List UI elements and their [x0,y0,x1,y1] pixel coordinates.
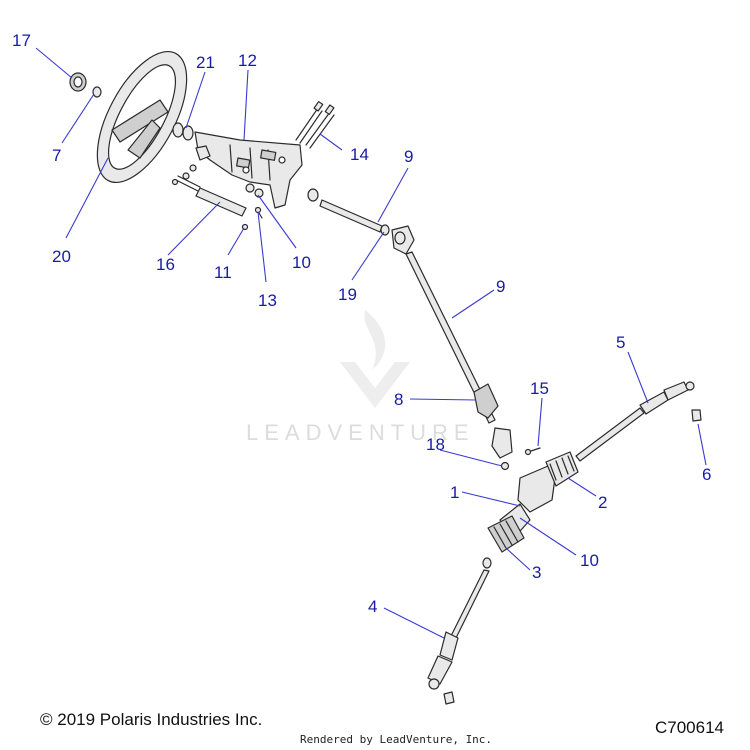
callout-1: 1 [450,483,459,502]
callout-21: 21 [196,53,215,72]
callout-9-lower: 9 [496,277,505,296]
callout-15: 15 [530,379,549,398]
callout-12: 12 [238,51,257,70]
callout-4: 4 [368,597,377,616]
callout-9-upper: 9 [404,147,413,166]
callout-16: 16 [156,255,175,274]
drawing-number: C700614 [655,718,725,737]
right-tie-rod [575,381,702,462]
lower-steering-shaft [405,251,496,424]
callout-11: 11 [214,263,232,282]
callout-labels: 17 7 20 21 12 14 9 16 11 13 10 19 9 5 8 … [12,31,711,616]
steering-column-bracket [194,131,303,209]
callout-2: 2 [598,493,607,512]
copyright-text: © 2019 Polaris Industries Inc. [40,710,263,729]
long-bolts [295,100,335,149]
shaft-boot [473,383,499,419]
upper-u-joint [391,225,415,255]
callout-10-upper: 10 [292,253,311,272]
callout-19: 19 [338,285,357,304]
wheel-cap [69,72,87,92]
callout-10-lower: 10 [580,551,599,570]
column-bushing [172,122,194,141]
leadventure-logo-watermark [340,310,410,408]
callout-5: 5 [616,333,625,352]
leader-lines [35,47,707,639]
callout-13: 13 [258,291,277,310]
callout-14: 14 [350,145,369,164]
steering-rack [487,451,579,553]
wheel-nut [92,86,102,98]
watermark-text: LEADVENTURE [246,420,475,445]
small-fasteners [241,183,264,231]
callout-17: 17 [12,31,31,50]
callout-8: 8 [394,390,403,409]
rendered-by-text: Rendered by LeadVenture, Inc. [300,733,493,746]
callout-20: 20 [52,247,71,266]
callout-18: 18 [426,435,445,454]
callout-6: 6 [702,465,711,484]
callout-7: 7 [52,146,61,165]
callout-3: 3 [532,563,541,582]
upper-steering-shaft [307,188,390,236]
tilt-gas-strut [171,164,247,217]
left-tie-rod [427,557,492,705]
steering-wheel [96,50,188,184]
lower-u-joint [491,427,541,471]
